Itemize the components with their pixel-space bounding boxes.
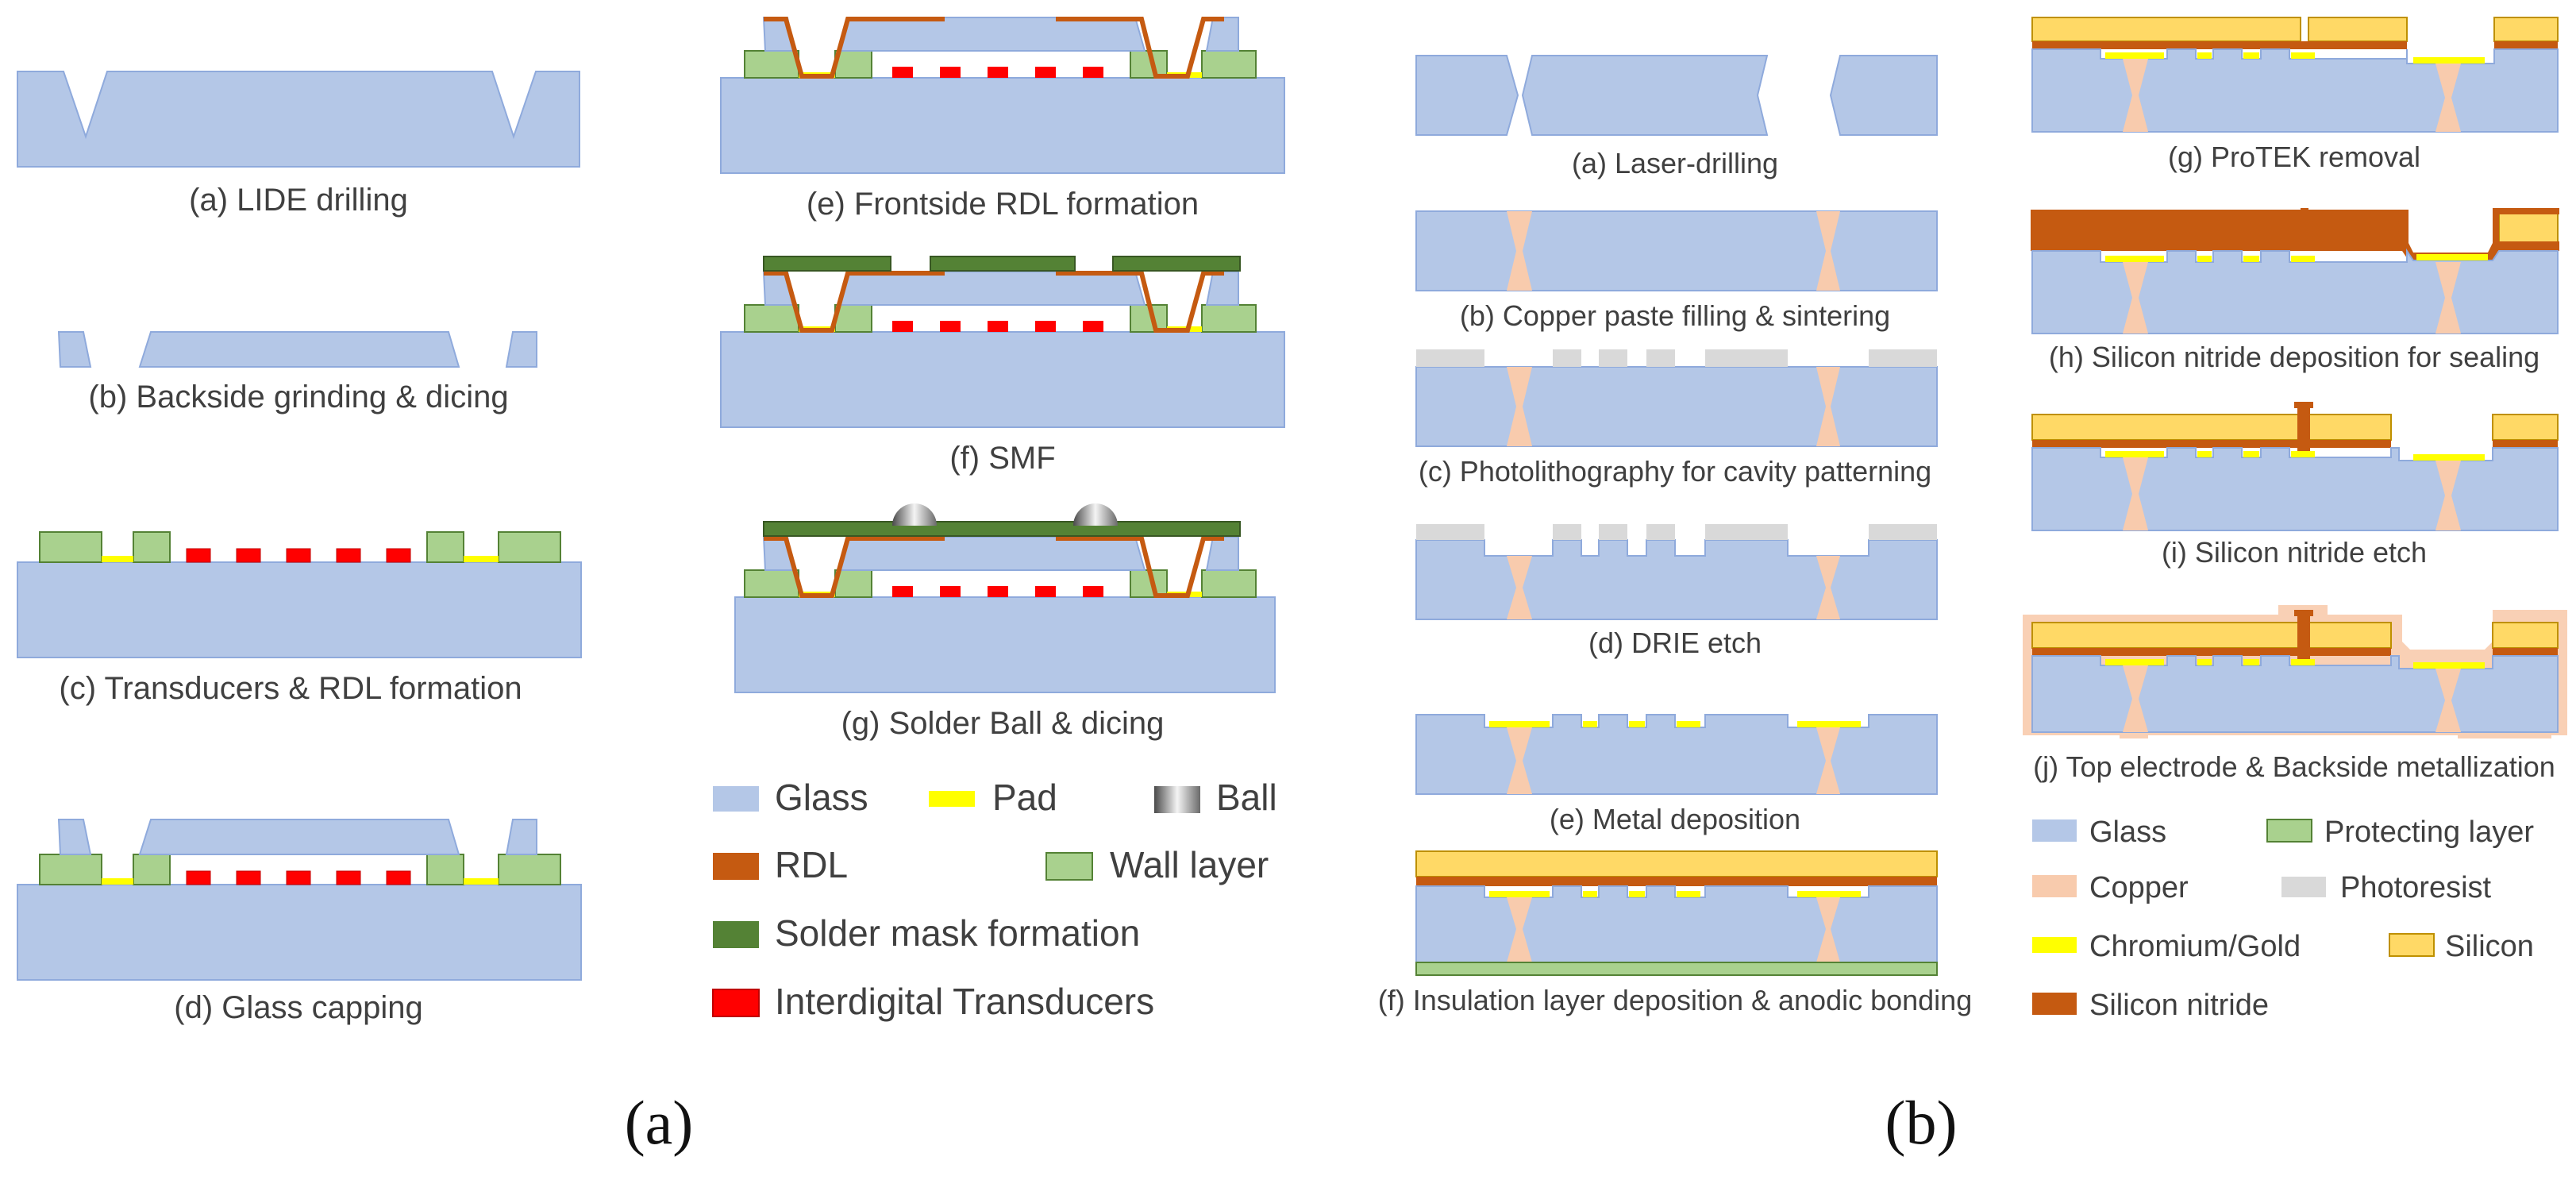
legend-swatch-sin xyxy=(2032,993,2077,1015)
solder-ball-1 xyxy=(892,503,937,526)
legend-ball-label: Ball xyxy=(1216,777,1277,818)
step-b-j-top-electrode: (j) Top electrode & Backside metallizati… xyxy=(2023,605,2567,783)
legend-swatch-pad xyxy=(929,791,975,807)
legend-swatch-glass xyxy=(713,786,759,812)
legend-swatch-cr-au xyxy=(2032,937,2077,953)
legend-swatch-ball xyxy=(1154,786,1200,813)
step-b-e-metal-deposition: (e) Metal deposition xyxy=(1415,714,1938,835)
step-b-b-copper-filling: (b) Copper paste filling & sintering xyxy=(1415,210,1938,332)
legend-swatch-wall xyxy=(1045,852,1093,881)
step-b-a-laser-drilling: (a) Laser-drilling xyxy=(1415,55,1938,179)
panel-label-a: (a) xyxy=(625,1088,694,1157)
legend-idt-label: Interdigital Transducers xyxy=(775,981,1154,1022)
legend-glass-label: Glass xyxy=(775,777,868,818)
caption-b-i: (i) Silicon nitride etch xyxy=(2162,536,2427,569)
legend-swatch-silicon xyxy=(2389,933,2435,957)
caption-b-c: (c) Photolithography for cavity patterni… xyxy=(1419,455,1931,488)
caption-b-b: (b) Copper paste filling & sintering xyxy=(1460,299,1890,332)
caption-d-capping: (d) Glass capping xyxy=(174,990,422,1025)
legend-swatch-glass-b xyxy=(2032,819,2077,842)
legend-cr-au-label: Chromium/Gold xyxy=(2089,930,2301,963)
step-c-transducers-rdl: (c) Transducers & RDL formation xyxy=(17,531,582,706)
step-b-c-photolithography: (c) Photolithography for cavity patterni… xyxy=(1415,349,1938,488)
legend-photoresist-label: Photoresist xyxy=(2340,871,2492,904)
caption-e-frontside: (e) Frontside RDL formation xyxy=(807,187,1199,222)
caption-f-smf: (f) SMF xyxy=(949,441,1055,476)
solder-ball-2 xyxy=(1073,503,1118,526)
legend-swatch-idt xyxy=(712,989,760,1017)
legend-swatch-photoresist xyxy=(2281,877,2326,897)
panel-label-b: (b) xyxy=(1885,1088,1958,1157)
caption-b-a: (a) Laser-drilling xyxy=(1572,147,1778,179)
step-b-h-sin-sealing: (h) Silicon nitride deposition for seali… xyxy=(2031,208,2559,373)
legend-copper-label: Copper xyxy=(2089,871,2189,904)
step-b-i-sin-etch: (i) Silicon nitride etch xyxy=(2031,402,2559,569)
legend-glass-b-label: Glass xyxy=(2089,816,2166,849)
legend-sin-label: Silicon nitride xyxy=(2089,989,2269,1022)
caption-b-e: (e) Metal deposition xyxy=(1550,803,1800,835)
legend-swatch-rdl xyxy=(713,853,759,880)
legend-rdl-label: RDL xyxy=(775,844,848,885)
step-a-lide-drilling: (a) LIDE drilling xyxy=(17,71,580,218)
legend-silicon-label: Silicon xyxy=(2445,930,2534,963)
step-b-f-insulation-bonding: (f) Insulation layer deposition & anodic… xyxy=(1378,850,1972,1016)
step-b-d-drie-etch: (d) DRIE etch xyxy=(1415,524,1938,659)
caption-b-j: (j) Top electrode & Backside metallizati… xyxy=(2033,750,2555,783)
caption-g-solder: (g) Solder Ball & dicing xyxy=(841,706,1165,741)
caption-b-grinding: (b) Backside grinding & dicing xyxy=(88,380,508,415)
caption-b-g: (g) ProTEK removal xyxy=(2168,141,2420,173)
caption-b-f: (f) Insulation layer deposition & anodic… xyxy=(1378,984,1972,1016)
caption-a-lide: (a) LIDE drilling xyxy=(189,183,408,218)
legend-swatch-copper xyxy=(2032,875,2077,897)
legend-wall-label: Wall layer xyxy=(1110,844,1269,885)
step-d-glass-capping: (d) Glass capping xyxy=(17,819,582,1025)
caption-c-transducers: (c) Transducers & RDL formation xyxy=(59,671,522,706)
caption-b-d: (d) DRIE etch xyxy=(1588,627,1762,659)
step-f-smf: (f) SMF xyxy=(720,256,1285,476)
step-g-solder-ball: (g) Solder Ball & dicing xyxy=(734,503,1276,741)
caption-b-h: (h) Silicon nitride deposition for seali… xyxy=(2049,341,2539,373)
legend-b: Glass Protecting layer Copper Photoresis… xyxy=(2032,816,2534,1022)
legend-protecting-label: Protecting layer xyxy=(2324,816,2534,849)
step-b-backside-grinding: (b) Backside grinding & dicing xyxy=(57,331,537,415)
legend-pad-label: Pad xyxy=(992,777,1057,818)
legend-swatch-protecting xyxy=(2266,819,2312,843)
legend-a: Glass Pad Ball RDL Wall layer Solder mas… xyxy=(712,777,1277,1022)
legend-solder-mask-label: Solder mask formation xyxy=(775,912,1140,954)
step-b-g-protek-removal: (g) ProTEK removal xyxy=(2031,17,2559,173)
legend-swatch-solder-mask xyxy=(713,921,759,948)
step-e-frontside-rdl: (e) Frontside RDL formation xyxy=(720,17,1285,222)
